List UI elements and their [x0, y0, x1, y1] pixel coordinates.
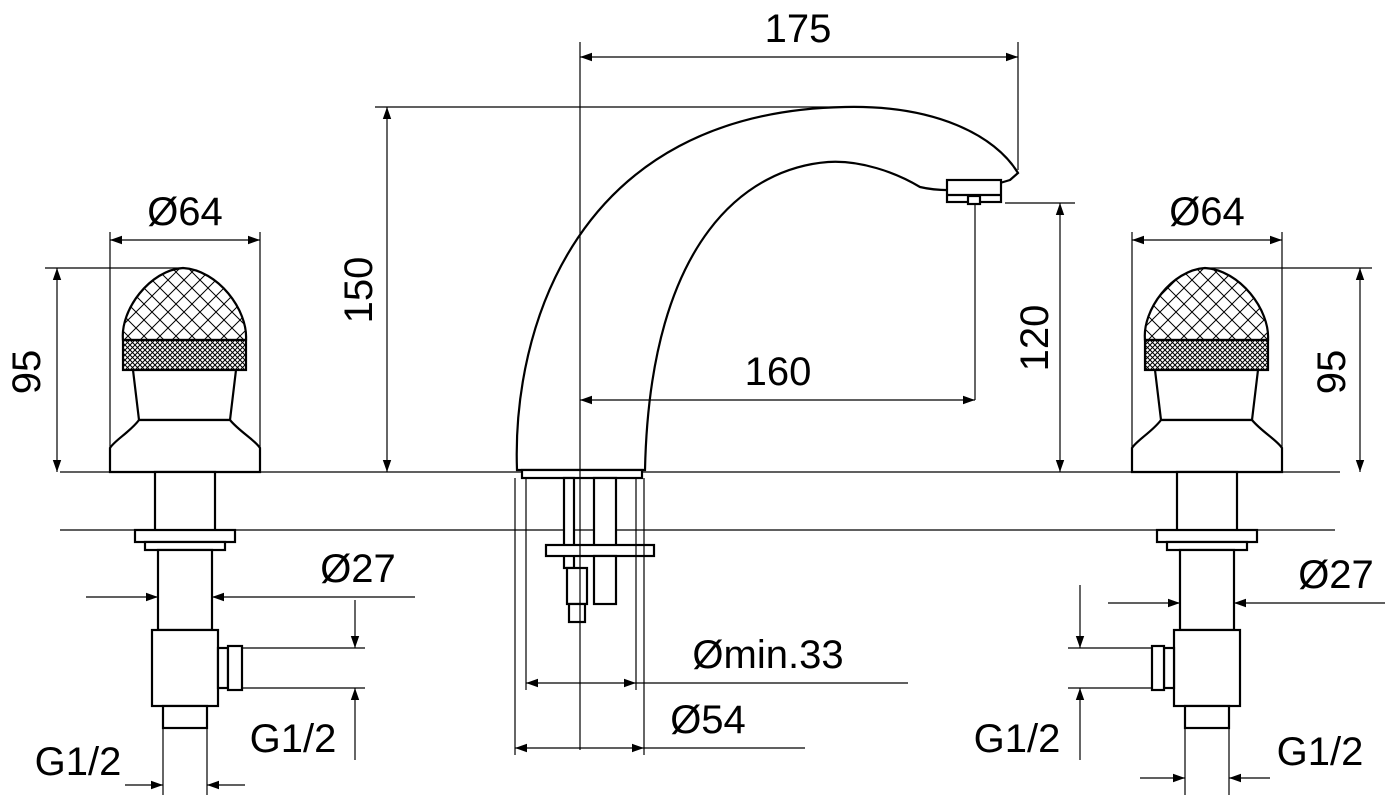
label-shank-diameter-right: Ø27 — [1298, 553, 1374, 597]
label-outlet-offset: 160 — [745, 350, 812, 394]
label-connection-right-inner: G1/2 — [974, 717, 1061, 761]
dimension-labels: 175 150 120 160 Ø64 Ø64 95 95 Ø27 Ø27 Øm… — [5, 7, 1374, 784]
dimension-lines — [45, 42, 1385, 795]
label-handle-diameter-left: Ø64 — [147, 190, 223, 234]
label-outlet-height: 120 — [1013, 305, 1057, 372]
label-handle-height-left: 95 — [5, 350, 49, 395]
label-handle-height-right: 95 — [1310, 350, 1354, 395]
label-base-diameter: Ø54 — [670, 698, 746, 742]
spout — [515, 105, 1020, 624]
left-handle — [108, 266, 262, 730]
label-spout-height: 150 — [337, 257, 381, 324]
label-connection-right-outer: G1/2 — [1277, 730, 1364, 774]
label-connection-left-outer: G1/2 — [35, 740, 122, 784]
label-hole-min: Ømin.33 — [692, 633, 843, 677]
label-handle-diameter-right: Ø64 — [1169, 190, 1245, 234]
label-spout-reach: 175 — [765, 7, 832, 51]
right-handle — [1130, 266, 1284, 730]
label-shank-diameter-left: Ø27 — [320, 547, 396, 591]
deck-lines — [60, 471, 1340, 531]
label-connection-left-inner: G1/2 — [250, 717, 337, 761]
